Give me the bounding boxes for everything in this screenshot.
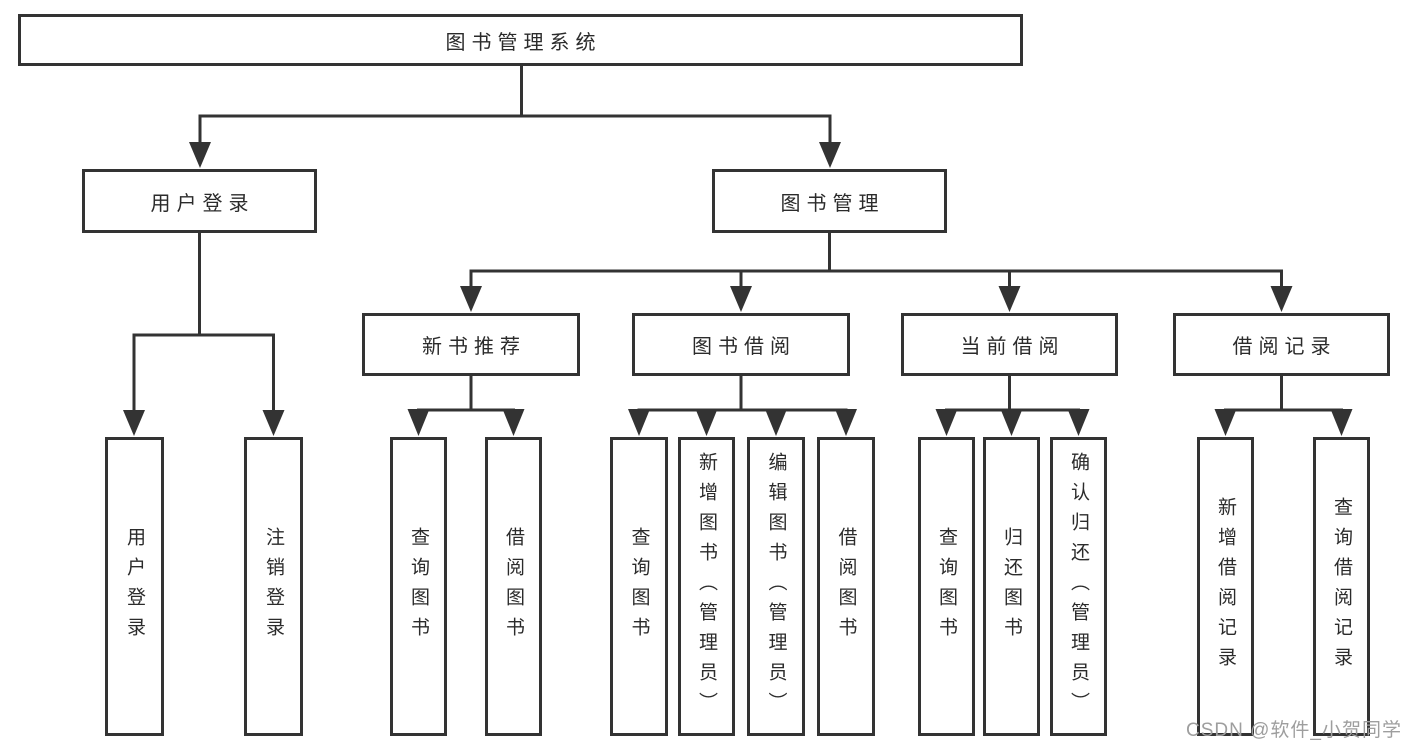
node-borrowing-records: 借阅记录 (1173, 313, 1390, 376)
connector-root-to-level2 (189, 66, 841, 168)
node-return-books: 归还图书 (983, 437, 1040, 736)
node-borrow-books-borrowing: 借阅图书 (817, 437, 875, 736)
connector-current-borrowing-children (935, 376, 1090, 436)
node-query-books-borrowing: 查询图书 (610, 437, 668, 736)
connector-book-management-children (460, 233, 1293, 312)
node-user-login-action: 用户登录 (105, 437, 164, 736)
connector-book-borrowing-children (628, 376, 857, 436)
connector-borrowing-records-children (1214, 376, 1353, 436)
node-edit-books-admin: 编辑图书（管理员） (747, 437, 805, 736)
csdn-watermark: CSDN @软件_小贺同学 (1186, 720, 1402, 741)
node-book-management: 图书管理 (712, 169, 947, 233)
node-user-login: 用户登录 (82, 169, 317, 233)
connector-user-login-children (123, 233, 285, 436)
node-confirm-return-admin: 确认归还（管理员） (1050, 437, 1107, 736)
node-add-borrow-record: 新增借阅记录 (1197, 437, 1254, 736)
node-book-borrowing: 图书借阅 (632, 313, 850, 376)
node-current-borrowing: 当前借阅 (901, 313, 1118, 376)
node-logout-action: 注销登录 (244, 437, 303, 736)
node-borrow-books-recommend: 借阅图书 (485, 437, 542, 736)
node-add-books-admin: 新增图书（管理员） (678, 437, 735, 736)
node-query-books-current: 查询图书 (918, 437, 975, 736)
connector-new-book-recommend-children (407, 376, 525, 436)
node-query-borrow-record: 查询借阅记录 (1313, 437, 1370, 736)
node-new-book-recommend: 新书推荐 (362, 313, 580, 376)
node-query-books-recommend: 查询图书 (390, 437, 447, 736)
node-library-management-system: 图书管理系统 (18, 14, 1023, 66)
